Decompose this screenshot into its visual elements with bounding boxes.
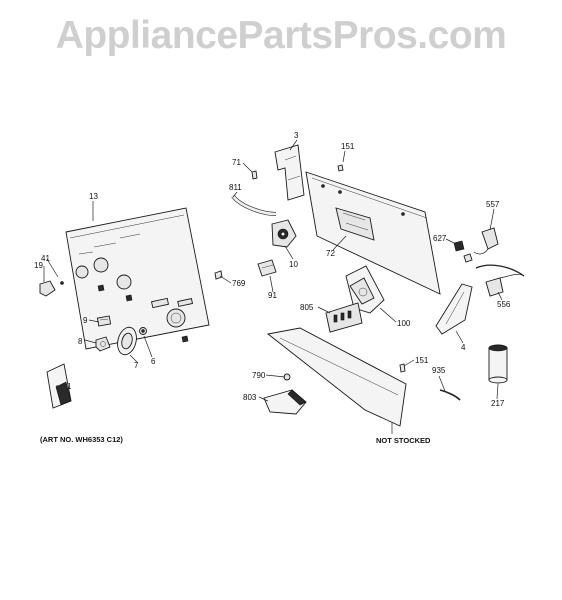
callout-9: 9 <box>83 316 88 325</box>
callout-10: 10 <box>289 260 298 269</box>
manual-part-1[interactable] <box>46 363 72 409</box>
end-bracket-part-4[interactable] <box>435 283 473 335</box>
callout-805: 805 <box>300 303 314 312</box>
callout-811: 811 <box>229 183 242 192</box>
screw-part-151-bottom[interactable] <box>399 363 406 373</box>
not-stocked-label: NOT STOCKED <box>376 436 431 445</box>
callout-627: 627 <box>433 234 447 243</box>
callout-6: 6 <box>151 357 156 366</box>
screw-part-151-top[interactable] <box>337 164 344 172</box>
callout-8: 8 <box>78 337 83 346</box>
callout-19: 19 <box>34 261 43 270</box>
callout-3: 3 <box>294 131 299 140</box>
timer-part-100[interactable] <box>345 265 385 314</box>
wire-part-935[interactable] <box>439 389 461 401</box>
callout-803: 803 <box>243 393 257 402</box>
art-number-label: (ART NO. WH6353 C12) <box>40 435 123 444</box>
callout-72: 72 <box>326 249 335 258</box>
callout-935: 935 <box>432 366 446 375</box>
callout-557: 557 <box>486 200 500 209</box>
part-769[interactable] <box>214 270 223 280</box>
callout-1: 1 <box>67 382 72 391</box>
callout-790: 790 <box>252 371 266 380</box>
watermark-text: AppliancePartsPros.com <box>55 14 507 57</box>
callout-71: 71 <box>232 158 241 167</box>
callout-151-top: 151 <box>341 142 355 151</box>
callout-41: 41 <box>41 254 50 263</box>
knob-part-8[interactable] <box>95 336 111 352</box>
switch-part-9[interactable] <box>96 315 112 327</box>
knob-part-19[interactable] <box>39 280 64 297</box>
part-91[interactable] <box>257 259 277 277</box>
cord-part-557[interactable] <box>473 227 499 255</box>
capacitor-part-217[interactable] <box>488 344 508 384</box>
cable-part-556[interactable] <box>475 264 525 297</box>
callout-91: 91 <box>268 291 277 300</box>
switch-block-part-805[interactable] <box>325 302 363 333</box>
backsplash-panel[interactable] <box>305 171 441 295</box>
callout-217: 217 <box>491 399 505 408</box>
pressure-switch-part-10[interactable] <box>271 219 297 248</box>
hose-part-811[interactable] <box>231 194 277 216</box>
control-panel-part-13[interactable] <box>65 207 210 350</box>
part-627[interactable] <box>453 240 473 263</box>
callout-769: 769 <box>232 279 246 288</box>
leader-lines <box>43 139 503 434</box>
callout-4: 4 <box>461 343 466 352</box>
callout-13: 13 <box>89 192 98 201</box>
screw-part-71[interactable] <box>251 170 258 180</box>
lower-rear-panel[interactable] <box>266 327 407 427</box>
callout-100: 100 <box>397 319 411 328</box>
dial-part-7[interactable] <box>115 325 140 357</box>
bracket-part-3[interactable] <box>274 144 305 201</box>
part-6[interactable] <box>139 327 147 335</box>
callout-151-bottom: 151 <box>415 356 429 365</box>
callout-7: 7 <box>134 361 139 370</box>
callout-556: 556 <box>497 300 511 309</box>
callout-labels: 3 151 71 811 557 13 72 627 10 41 19 769 … <box>34 131 511 445</box>
part-803[interactable] <box>263 389 307 415</box>
